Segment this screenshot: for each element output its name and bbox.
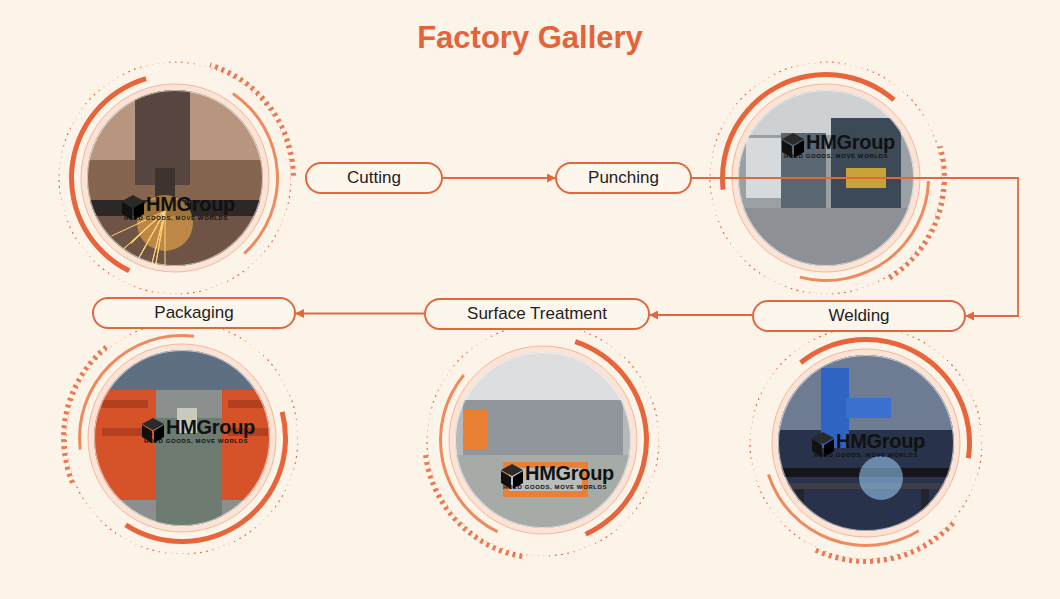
photo-edge [778,355,954,531]
process-pill: Punching [555,162,692,194]
dotted-ring [59,62,291,294]
dotted-ring [427,324,659,556]
photo-shape [921,489,929,529]
step-label: Welding [828,306,889,326]
flow-arrow [443,177,555,179]
watermark-tagline: HOLD GOODS, MOVE WORLDS [124,215,228,221]
flow-arrow [296,313,424,315]
watermark-brand: HMGroup [166,416,255,439]
photo-shape [463,400,623,455]
dotted-ring [750,327,982,559]
photo-bg [87,90,263,266]
photo-shape [228,400,268,408]
photo-shape [796,489,804,529]
photo-edge [87,90,263,266]
flow-arrow [650,314,752,316]
watermark-brand: HMGroup [836,430,925,453]
photo-shape [222,390,272,500]
process-pill: Cutting [305,162,443,194]
process-pill: Welding [752,300,966,332]
photo-shape [102,400,148,408]
watermark-brand: HMGroup [146,193,235,216]
pale-ring [88,344,276,532]
photo-shape [94,350,270,390]
factory-photo [455,352,631,528]
photo-bg [455,352,631,528]
photo-edge [94,350,270,526]
dash-cut [748,325,985,562]
process-pill: Packaging [92,297,296,329]
photo-shape [778,355,954,430]
photo-bg [94,350,270,526]
light-glow [859,456,903,500]
diagram-title: Factory Gallery [0,20,1060,56]
process-pill: Surface Treatment [424,298,650,330]
step-label: Cutting [347,168,401,188]
photo-circle [423,322,662,560]
step-label: Punching [588,168,659,188]
dotted-ring [66,322,298,554]
photo-shape [455,455,631,528]
factory-photo [778,355,954,531]
pale-ring [449,346,637,534]
factory-photo [94,350,272,526]
dash-cut [57,60,294,297]
watermark-brand: HMGroup [806,131,895,154]
photo-shape [846,398,891,418]
watermark-tagline: HOLD GOODS, MOVE WORLDS [814,452,918,458]
pale-ring [81,84,269,272]
photo-bg [778,355,954,531]
pale-ring [772,349,960,537]
photo-shape [455,352,631,400]
watermark-tagline: HOLD GOODS, MOVE WORLDS [784,153,888,159]
photo-circle [61,320,300,557]
factory-photo [87,90,263,266]
watermark-tagline: HOLD GOODS, MOVE WORLDS [144,438,248,444]
step-label: Surface Treatment [467,304,607,324]
photo-shape [746,138,784,198]
dash-cut [64,320,301,557]
photo-circle [748,325,985,564]
watermark-brand: HMGroup [525,462,614,485]
photo-shape [102,428,148,436]
dash-cut [425,322,662,559]
step-label: Packaging [154,303,233,323]
photo-shape [463,410,488,450]
flow-arrow [692,178,1018,316]
photo-edge [455,352,631,528]
photo-shape [738,208,914,266]
photo-circle [57,60,296,297]
photo-shape [94,390,156,500]
watermark-tagline: HOLD GOODS, MOVE WORLDS [503,484,607,490]
